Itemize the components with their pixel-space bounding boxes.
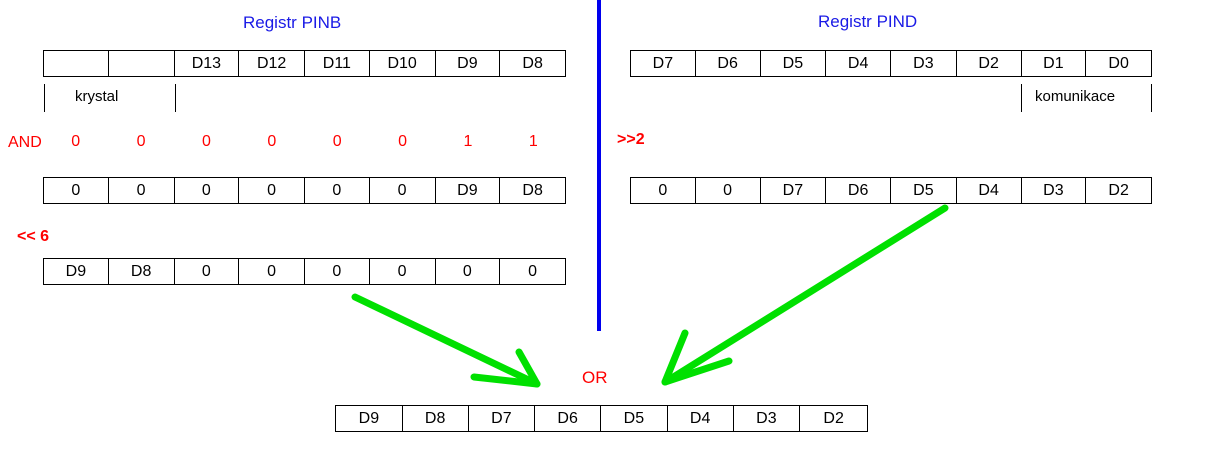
bit-cell: D5 — [891, 178, 957, 203]
and-operator-label: AND — [8, 134, 42, 151]
bit-cell: D9 — [436, 178, 501, 203]
komunikace-bracket: komunikace — [1021, 84, 1152, 112]
mask-bit: 0 — [398, 133, 408, 150]
mask-bit: 0 — [267, 133, 277, 150]
bracket-tick-left — [44, 84, 45, 112]
arrow-left-head-lower — [470, 373, 541, 388]
bit-cell: D2 — [1108, 181, 1129, 199]
bit-cell: D0 — [1108, 54, 1129, 72]
bit-cell: D4 — [957, 178, 1022, 203]
arrow-left-head-upper — [515, 348, 541, 388]
bit-cell: 0 — [239, 259, 305, 284]
bit-cell — [109, 51, 175, 76]
bit-cell: D8 — [522, 181, 543, 199]
arrow-left-shaft — [351, 293, 539, 387]
bit-cell: 0 — [175, 259, 240, 284]
krystal-label: krystal — [75, 88, 119, 105]
bracket-tick-right — [175, 84, 176, 112]
bit-cell — [44, 51, 109, 76]
pind-shifted-row: 0 0 D7 D6 D5 D4 D3 D2 — [630, 177, 1152, 204]
bit-cell: 0 — [44, 178, 109, 203]
bit-cell: D9 — [336, 406, 403, 431]
bit-cell: D7 — [631, 51, 696, 76]
bit-cell: D10 — [370, 51, 436, 76]
bit-cell: D2 — [823, 409, 844, 427]
bit-cell: 0 — [696, 178, 761, 203]
and-mask-digits: 0 0 0 0 0 0 1 1 — [43, 134, 566, 150]
bit-cell: 0 — [305, 259, 370, 284]
bit-cell: D2 — [957, 51, 1022, 76]
arrow-right-head-upper — [661, 329, 689, 386]
bit-cell: 0 — [631, 178, 696, 203]
bit-cell: D12 — [239, 51, 305, 76]
bit-cell: D1 — [1022, 51, 1087, 76]
pinb-masked-row: 0 0 0 0 0 0 D9 D8 — [43, 177, 566, 204]
bit-cell: 0 — [175, 178, 240, 203]
register-pinb-title: Registr PINB — [243, 13, 342, 32]
krystal-bracket: krystal — [44, 84, 179, 112]
shift-left-label: << 6 — [17, 228, 50, 245]
bit-cell: 0 — [528, 262, 538, 280]
pind-header-row: D7 D6 D5 D4 D3 D2 D1 D0 — [630, 50, 1152, 77]
register-pind-title: Registr PIND — [818, 12, 918, 31]
bit-cell: D4 — [826, 51, 891, 76]
komunikace-label: komunikace — [1035, 88, 1116, 105]
bit-cell: D3 — [891, 51, 957, 76]
bit-cell: D7 — [761, 178, 827, 203]
bit-cell: D8 — [403, 406, 469, 431]
or-operator-label: OR — [582, 368, 608, 387]
bit-cell: D9 — [436, 51, 501, 76]
bit-cell: D5 — [601, 406, 668, 431]
bracket-tick-right — [1151, 84, 1152, 112]
mask-bit: 0 — [136, 133, 146, 150]
mask-bit: 0 — [71, 133, 81, 150]
bit-cell: D7 — [469, 406, 536, 431]
bit-cell: D9 — [44, 259, 109, 284]
bit-cell: D11 — [305, 51, 370, 76]
bit-cell: 0 — [109, 178, 175, 203]
bit-cell: D4 — [668, 406, 734, 431]
bit-cell: 0 — [239, 178, 305, 203]
bit-cell: D13 — [175, 51, 240, 76]
bit-cell: D3 — [1022, 178, 1087, 203]
mask-bit: 0 — [332, 133, 342, 150]
bit-cell: D8 — [522, 54, 543, 72]
arrow-right-shaft — [663, 204, 949, 385]
bit-cell: 0 — [436, 259, 501, 284]
bit-cell: D6 — [696, 51, 761, 76]
bit-cell: 0 — [370, 178, 436, 203]
arrow-right-head-lower — [661, 357, 733, 386]
bit-cell: D5 — [761, 51, 827, 76]
result-row: D9 D8 D7 D6 D5 D4 D3 D2 — [335, 405, 868, 432]
bit-cell: D8 — [109, 259, 175, 284]
pinb-shifted-row: D9 D8 0 0 0 0 0 0 — [43, 258, 566, 285]
bit-cell: D3 — [734, 406, 801, 431]
mask-bit: 1 — [463, 133, 473, 150]
bracket-tick-left — [1021, 84, 1022, 112]
vertical-divider — [597, 0, 601, 331]
bit-cell: 0 — [370, 259, 436, 284]
pinb-header-row: D13 D12 D11 D10 D9 D8 — [43, 50, 566, 77]
bit-cell: D6 — [535, 406, 601, 431]
shift-right-label: >>2 — [617, 131, 645, 148]
mask-bit: 0 — [201, 133, 211, 150]
mask-bit: 1 — [528, 133, 538, 150]
bit-cell: D6 — [826, 178, 891, 203]
bit-cell: 0 — [305, 178, 370, 203]
